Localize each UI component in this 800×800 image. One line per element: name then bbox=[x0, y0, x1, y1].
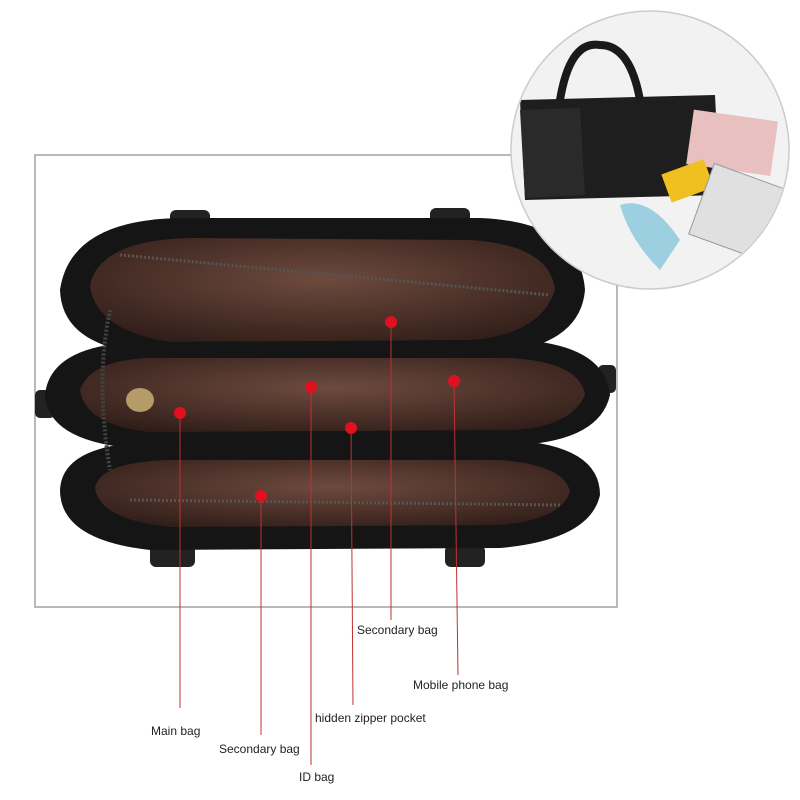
photo-frame bbox=[34, 154, 618, 608]
inset-photo bbox=[510, 10, 790, 290]
callout-dot bbox=[448, 375, 460, 387]
label-hidden-zipper-pocket: hidden zipper pocket bbox=[315, 711, 426, 725]
callout-line bbox=[453, 380, 459, 676]
label-secondary-bag-top: Secondary bag bbox=[357, 623, 438, 637]
bag-top-view bbox=[35, 208, 616, 567]
callout-dot bbox=[255, 490, 267, 502]
callout-dot bbox=[174, 407, 186, 419]
label-main-bag: Main bag bbox=[151, 724, 200, 738]
label-id-bag: ID bag bbox=[299, 770, 334, 784]
callout-line bbox=[350, 427, 354, 706]
callout-dot bbox=[385, 316, 397, 328]
label-mobile-phone-bag: Mobile phone bag bbox=[413, 678, 508, 692]
callout-dot bbox=[305, 381, 317, 393]
callout-dot bbox=[345, 422, 357, 434]
callouts bbox=[179, 322, 459, 765]
label-secondary-bag-bottom: Secondary bag bbox=[219, 742, 300, 756]
